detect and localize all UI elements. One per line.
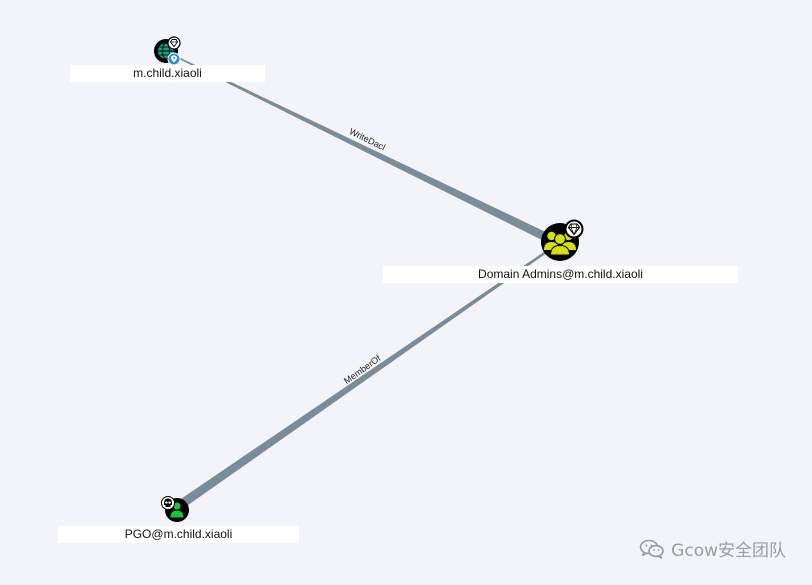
watermark-text: Gcow安全团队 bbox=[671, 541, 786, 561]
diamond-badge-icon bbox=[564, 219, 584, 239]
node-label-pgo: PGO@m.child.xiaoli bbox=[58, 526, 299, 543]
wechat-icon bbox=[639, 539, 664, 559]
watermark: Gcow安全团队 bbox=[639, 536, 786, 561]
node-domain-admins[interactable] bbox=[541, 219, 584, 262]
user-icon bbox=[170, 502, 184, 518]
location-pin-icon bbox=[167, 52, 181, 66]
diamond-badge-icon bbox=[167, 36, 181, 50]
edge-memberof-line[interactable] bbox=[175, 241, 561, 510]
edge-writedacl-line[interactable] bbox=[166, 51, 552, 243]
node-domain[interactable] bbox=[154, 36, 181, 66]
skull-badge-icon bbox=[161, 496, 175, 510]
node-label-domain: m.child.xiaoli bbox=[70, 65, 265, 82]
group-icon bbox=[544, 231, 576, 256]
node-label-domain-admins: Domain Admins@m.child.xiaoli bbox=[383, 266, 738, 283]
node-pgo[interactable] bbox=[161, 496, 190, 523]
